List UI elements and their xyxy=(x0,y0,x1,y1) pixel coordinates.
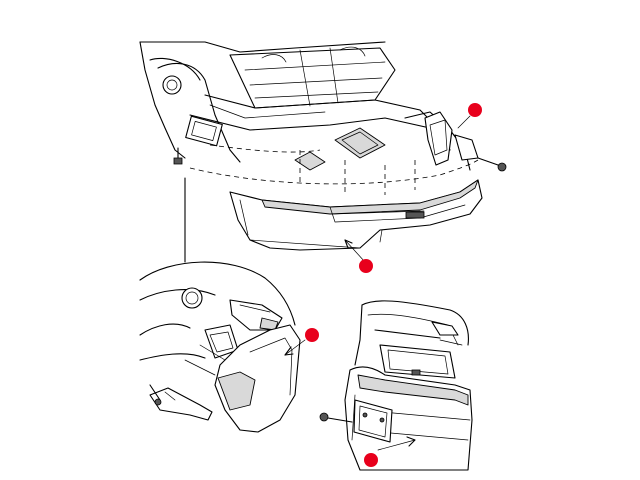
marker-fascia-bracket xyxy=(468,103,482,117)
vehicle-rear-overview xyxy=(139,41,507,195)
marker-fascia-bracket-leader xyxy=(457,115,471,129)
marker-license-bracket xyxy=(364,453,378,467)
rear-fascia-detail xyxy=(319,300,473,471)
fascia-arrow xyxy=(344,239,366,263)
marker-corner-detail xyxy=(305,328,319,342)
corner-detail xyxy=(139,261,306,433)
rear-fascia xyxy=(229,179,483,251)
marker-fascia-main xyxy=(359,259,373,273)
